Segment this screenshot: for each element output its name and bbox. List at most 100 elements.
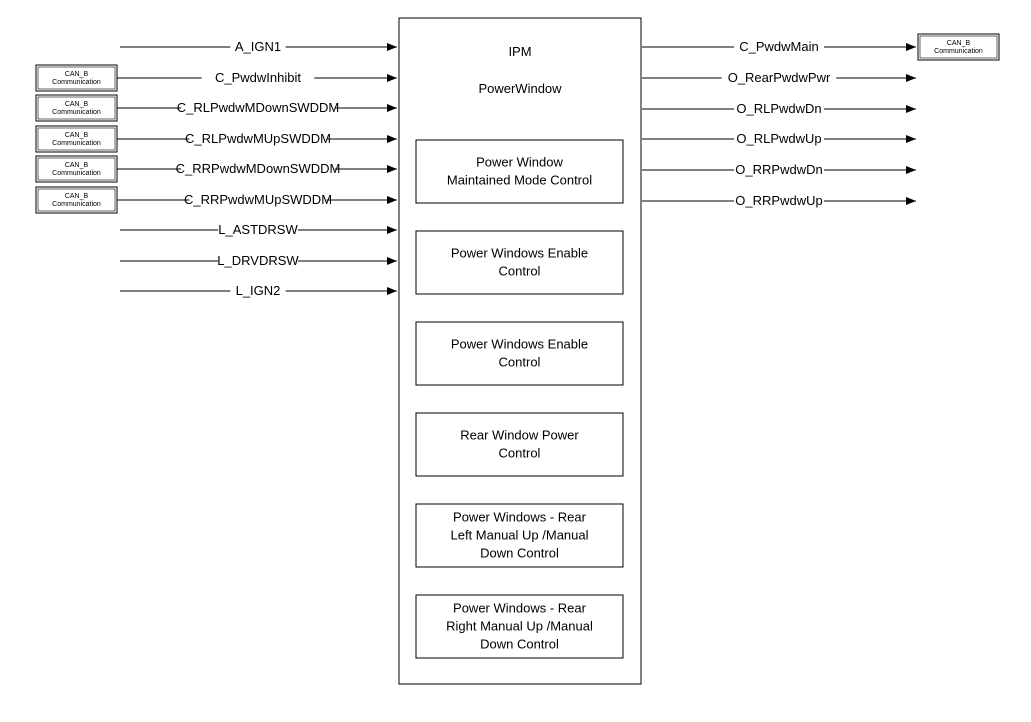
can-b-box-inner [37, 96, 116, 120]
input-signal: L_IGN2 [120, 283, 397, 298]
can-b-box-label: CAN_B [65, 71, 89, 78]
input-signal: L_DRVDRSW [120, 253, 397, 268]
can-b-box-frame [35, 94, 118, 122]
input-label: C_RRPwdwMDownSWDDM [176, 161, 341, 176]
function-block-frame [415, 412, 624, 477]
function-block-label: Rear Window Power [460, 428, 579, 443]
can-b-box-label: CAN_B [65, 132, 89, 139]
can-b-box-label: Communication [52, 109, 101, 116]
output-signal: O_RLPwdwUp [642, 131, 916, 146]
can-b-box-label: Communication [934, 48, 983, 55]
can-b-box-frame [35, 64, 118, 92]
label-mask [734, 101, 824, 116]
output-label: C_PwdwMain [739, 39, 818, 54]
can-b-box-label: Communication [52, 170, 101, 177]
input-signals: A_IGN1C_PwdwInhibitCAN_BCommunicationC_R… [35, 39, 397, 298]
ipm-subtitle: PowerWindow [478, 81, 562, 96]
function-block-label: Down Control [480, 546, 559, 561]
label-mask [189, 131, 327, 146]
output-label: O_RRPwdwDn [735, 162, 822, 177]
can-b-box-frame [35, 125, 118, 153]
label-mask [734, 131, 824, 146]
label-mask [734, 162, 824, 177]
output-label: O_RLPwdwUp [736, 131, 821, 146]
function-block-label: Power Windows - Rear [453, 601, 587, 616]
input-signal: L_ASTDRSW [120, 222, 397, 237]
function-block-label: Left Manual Up /Manual [450, 528, 588, 543]
output-label: O_RRPwdwUp [735, 193, 822, 208]
label-mask [201, 70, 315, 85]
can-b-box-inner [37, 127, 116, 151]
can-b-box-label: CAN_B [65, 162, 89, 169]
function-block-frame [415, 230, 624, 295]
function-block-label: Power Windows - Rear [453, 510, 587, 525]
output-signal: O_RRPwdwUp [642, 193, 916, 208]
input-label: C_RLPwdwMUpSWDDM [185, 131, 331, 146]
output-label: O_RLPwdwDn [736, 101, 821, 116]
function-block-label: Control [499, 355, 541, 370]
can-b-box-inner [37, 66, 116, 90]
output-signal: O_RearPwdwPwr [642, 70, 916, 85]
function-block-label: Control [499, 264, 541, 279]
input-label: L_ASTDRSW [218, 222, 298, 237]
function-block-label: Right Manual Up /Manual [446, 619, 593, 634]
function-block-label: Down Control [480, 637, 559, 652]
input-label: L_DRVDRSW [217, 253, 299, 268]
can-b-box-inner [37, 157, 116, 181]
function-block-label: Power Windows Enable [451, 337, 588, 352]
output-signals: C_PwdwMain CAN_BCommunicationO_RearPwdwPw… [642, 33, 1000, 208]
label-mask [721, 70, 837, 85]
input-label: C_PwdwInhibit [215, 70, 301, 85]
function-block-frame [415, 321, 624, 386]
function-block-label: Power Windows Enable [451, 246, 588, 261]
function-block-label: Control [499, 446, 541, 461]
label-mask [734, 193, 824, 208]
label-mask [218, 253, 298, 268]
can-b-box-label: Communication [52, 201, 101, 208]
can-b-box-label: CAN_B [65, 101, 89, 108]
label-mask [181, 100, 335, 115]
can-b-box-frame [917, 33, 1000, 61]
can-b-box-label: CAN_B [947, 40, 971, 47]
ipm-title: IPM [508, 44, 531, 59]
can-b-box-inner [37, 188, 116, 212]
can-b-box-frame [35, 155, 118, 183]
can-b-box-inner [919, 35, 998, 59]
input-label: C_RLPwdwMDownSWDDM [177, 100, 340, 115]
label-mask [189, 192, 327, 207]
output-label: O_RearPwdwPwr [728, 70, 831, 85]
input-signal: A_IGN1 [120, 39, 397, 54]
label-mask [218, 222, 298, 237]
input-label: L_IGN2 [236, 283, 281, 298]
function-block-frame [415, 139, 624, 204]
label-mask [230, 283, 286, 298]
label-mask [230, 39, 286, 54]
function-block-label: Power Window [476, 155, 563, 170]
label-mask [734, 39, 824, 54]
label-mask [181, 161, 335, 176]
can-b-box-label: CAN_B [65, 193, 89, 200]
function-block-frame [415, 503, 624, 568]
input-label: A_IGN1 [235, 39, 281, 54]
output-signal: O_RRPwdwDn [642, 162, 916, 177]
can-b-box-frame [35, 186, 118, 214]
function-block-label: Maintained Mode Control [447, 173, 592, 188]
output-signal: O_RLPwdwDn [642, 101, 916, 116]
